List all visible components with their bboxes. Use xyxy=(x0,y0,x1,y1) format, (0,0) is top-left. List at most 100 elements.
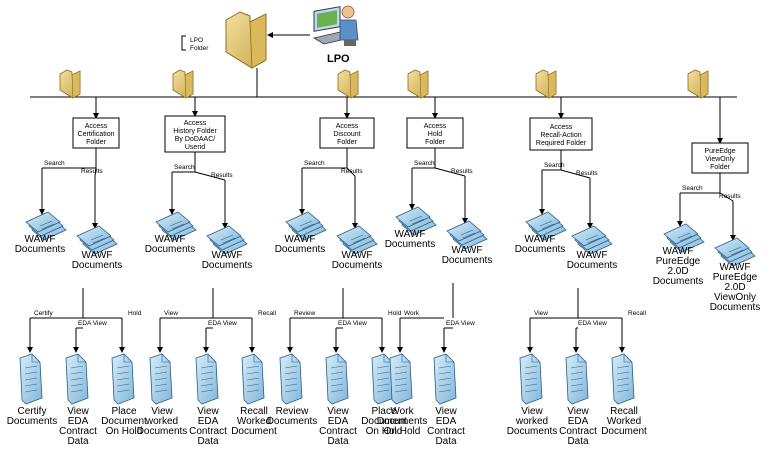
folder-box[interactable] xyxy=(319,117,375,149)
action-document-icon[interactable] xyxy=(611,353,635,405)
action-document-icon[interactable] xyxy=(433,353,457,405)
action-doc-label-line4: Data xyxy=(567,436,589,447)
action-document-icon[interactable] xyxy=(325,353,349,405)
results-documents-icon[interactable] xyxy=(76,225,118,255)
action-doc-label-line1: View xyxy=(567,406,589,417)
results-branch xyxy=(560,169,591,179)
search-documents-icon[interactable] xyxy=(155,211,197,241)
action-doc-label-line2: Worked xyxy=(237,416,271,427)
folder-box-title-line2: Certification xyxy=(78,131,115,138)
action-doc-label-line3: Document xyxy=(231,426,277,437)
folder-icon[interactable] xyxy=(59,69,81,99)
lpo-folder-label-line1: LPO xyxy=(190,37,203,44)
folder-box-title-line3: Folder xyxy=(710,164,731,171)
folder-box-title-line1: Access xyxy=(550,124,573,131)
folder-box-title-line1: Access xyxy=(184,120,207,127)
action-document-icon[interactable] xyxy=(565,353,589,405)
action-doc-label-line1: Place xyxy=(371,406,396,417)
search-documents-icon[interactable] xyxy=(25,211,67,241)
action-document-icon[interactable] xyxy=(65,353,89,405)
results-docs-label-line2: Documents xyxy=(567,260,618,271)
action-doc-label-line1: View xyxy=(151,406,173,417)
results-edge-label: Results xyxy=(451,168,473,175)
folder-box-title-line1: Access xyxy=(85,123,108,130)
folder-box[interactable] xyxy=(529,117,593,151)
search-edge-label: Search xyxy=(304,160,325,167)
action-document-icon[interactable] xyxy=(111,353,135,405)
action-doc-label-line2: Worked xyxy=(607,416,641,427)
action-edge-label: Recall xyxy=(628,310,647,317)
action-doc-label-line1: View xyxy=(197,406,219,417)
results-docs-label-line2: Documents xyxy=(442,255,493,266)
folder-box[interactable] xyxy=(164,115,226,153)
action-document-icon[interactable] xyxy=(19,353,43,405)
search-docs-label-line2: Documents xyxy=(385,239,436,250)
folder-box-title-line2: ViewOnly xyxy=(705,156,735,163)
action-document-icon[interactable] xyxy=(279,353,303,405)
action-doc-label-line3: Documents xyxy=(507,426,558,437)
results-docs-label-line5: Documents xyxy=(710,302,761,313)
action-document-icon[interactable] xyxy=(519,353,543,405)
action-document-icon[interactable] xyxy=(241,353,265,405)
folder-icon[interactable] xyxy=(535,69,557,99)
action-doc-label-line1: Recall xyxy=(610,406,638,417)
results-edge-label: Results xyxy=(576,170,598,177)
search-docs-label-line2: Documents xyxy=(275,244,326,255)
action-doc-label-line1: Work xyxy=(390,406,414,417)
action-edge-label: View xyxy=(534,310,548,317)
action-doc-label-line3: Contract xyxy=(427,426,465,437)
folder-box-title-line4: Userid xyxy=(185,144,205,151)
action-document-icon[interactable] xyxy=(149,353,173,405)
results-branch xyxy=(434,167,466,177)
action-edge-label: EDA View xyxy=(208,320,237,327)
action-edge-label: Hold xyxy=(128,310,142,317)
action-document-icon[interactable] xyxy=(195,353,219,405)
search-documents-icon[interactable] xyxy=(285,211,327,241)
search-docs-label-line1: WAWF xyxy=(525,234,556,245)
folder-box-title-line3: Folder xyxy=(425,139,446,146)
results-documents-icon[interactable] xyxy=(206,225,248,255)
search-documents-icon[interactable] xyxy=(663,223,705,253)
action-doc-label-line3: Contract xyxy=(189,426,227,437)
results-documents-icon[interactable] xyxy=(446,220,488,250)
action-doc-label-line1: Place xyxy=(111,406,136,417)
action-doc-label-line2: Document xyxy=(101,416,147,427)
search-docs-label-line1: WAWF xyxy=(395,229,426,240)
action-doc-label-line2: EDA xyxy=(328,416,349,427)
search-edge-label: Search xyxy=(174,164,195,171)
action-doc-label-line2: EDA xyxy=(198,416,219,427)
action-document-icon[interactable] xyxy=(371,353,395,405)
folder-icon[interactable] xyxy=(337,69,359,99)
action-document-icon[interactable] xyxy=(389,353,413,405)
folder-box[interactable] xyxy=(406,117,464,149)
folder-box-title-line2: History Folder xyxy=(173,128,217,135)
action-edge-label: Work xyxy=(404,310,420,317)
folder-column-hold: AccessHoldFolderSearchResultsWAWFDocumen… xyxy=(377,69,493,447)
results-documents-icon[interactable] xyxy=(571,225,613,255)
folder-icon[interactable] xyxy=(172,69,194,99)
search-docs-label-line1: WAWF xyxy=(663,246,694,257)
folder-icon[interactable] xyxy=(407,69,429,99)
folder-icon[interactable] xyxy=(687,69,709,99)
search-documents-icon[interactable] xyxy=(395,206,437,236)
action-doc-label-line1: Review xyxy=(276,406,310,417)
folder-box-title-line3: Required Folder xyxy=(536,140,587,147)
search-docs-label-line2: Documents xyxy=(515,244,566,255)
action-edge-label: Hold xyxy=(388,310,402,317)
results-documents-icon[interactable] xyxy=(336,225,378,255)
results-docs-label-line1: WAWF xyxy=(720,262,751,273)
action-doc-label-line1: View xyxy=(521,406,543,417)
action-doc-label-line2: worked xyxy=(145,416,178,427)
action-edge-label: Recall xyxy=(258,310,277,317)
action-doc-label-line2: EDA xyxy=(436,416,457,427)
folder-box-title-line1: PureEdge xyxy=(704,148,735,155)
action-doc-label-line3: Contract xyxy=(319,426,357,437)
results-documents-icon[interactable] xyxy=(714,237,756,267)
search-documents-icon[interactable] xyxy=(525,211,567,241)
action-doc-label-line3: On Hold xyxy=(106,426,143,437)
lpo-folder-icon[interactable] xyxy=(225,11,267,69)
folder-column-certification: AccessCertificationFolderSearchResultsWA… xyxy=(7,69,147,447)
search-docs-label-line3: 2.0D xyxy=(667,266,688,277)
folder-box[interactable] xyxy=(691,142,749,174)
